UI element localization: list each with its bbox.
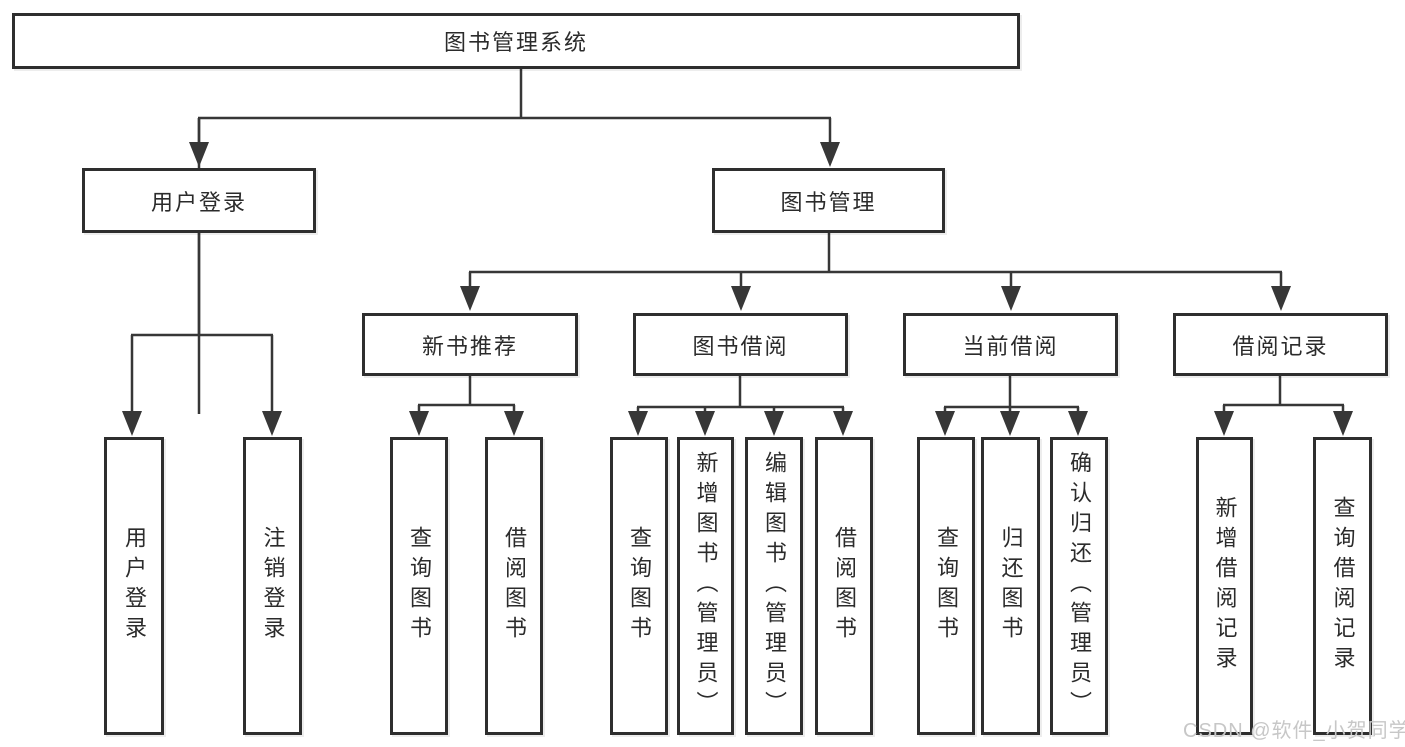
node-root-system: 图书管理系统 <box>12 13 1020 69</box>
leaf-borrow-book-1-label: 借阅图书 <box>502 526 527 646</box>
leaf-borrow-book-2: 借阅图书 <box>815 437 873 735</box>
leaf-edit-book-admin-label: 编辑图书（管理员） <box>762 451 787 721</box>
leaf-add-borrow-record-label: 新增借阅记录 <box>1212 496 1238 676</box>
node-book-borrow: 图书借阅 <box>633 313 848 376</box>
node-user-login-label: 用户登录 <box>150 189 247 215</box>
node-book-management: 图书管理 <box>712 168 945 233</box>
leaf-query-borrow-record: 查询借阅记录 <box>1313 437 1372 735</box>
leaf-borrow-book-2-label: 借阅图书 <box>832 526 857 646</box>
node-root-label: 图书管理系统 <box>443 30 588 55</box>
arrowheads <box>122 142 1353 436</box>
leaf-query-borrow-record-label: 查询借阅记录 <box>1330 496 1356 676</box>
leaf-add-book-admin-label: 新增图书（管理员） <box>693 451 719 721</box>
leaf-logout: 注销登录 <box>243 437 302 735</box>
watermark: CSDN @软件_小贺同学 <box>1183 720 1405 742</box>
node-user-login: 用户登录 <box>82 168 316 233</box>
leaf-confirm-return-admin-label: 确认归还（管理员） <box>1067 451 1092 721</box>
leaf-add-borrow-record: 新增借阅记录 <box>1196 437 1253 735</box>
node-current-borrow: 当前借阅 <box>903 313 1118 376</box>
leaf-confirm-return-admin: 确认归还（管理员） <box>1050 437 1108 735</box>
leaf-query-book-1-label: 查询图书 <box>407 526 432 646</box>
node-new-book-recommend: 新书推荐 <box>362 313 578 376</box>
leaf-query-book-2-label: 查询图书 <box>627 526 652 646</box>
node-borrow-record: 借阅记录 <box>1173 313 1388 376</box>
node-borrow-record-label: 借阅记录 <box>1232 333 1329 359</box>
node-new-book-recommend-label: 新书推荐 <box>421 333 518 359</box>
leaf-return-book-label: 归还图书 <box>998 526 1024 646</box>
leaf-query-book-3: 查询图书 <box>917 437 975 735</box>
leaf-edit-book-admin: 编辑图书（管理员） <box>745 437 803 735</box>
node-book-borrow-label: 图书借阅 <box>692 333 789 359</box>
leaf-query-book-2: 查询图书 <box>610 437 668 735</box>
leaf-logout-label: 注销登录 <box>260 526 286 646</box>
node-book-management-label: 图书管理 <box>780 189 877 215</box>
leaf-query-book-3-label: 查询图书 <box>934 526 959 646</box>
leaf-return-book: 归还图书 <box>981 437 1040 735</box>
leaf-user-login-label: 用户登录 <box>122 526 147 646</box>
node-current-borrow-label: 当前借阅 <box>962 333 1059 359</box>
leaf-add-book-admin: 新增图书（管理员） <box>677 437 734 735</box>
leaf-query-book-1: 查询图书 <box>390 437 448 735</box>
leaf-borrow-book-1: 借阅图书 <box>485 437 543 735</box>
leaf-user-login: 用户登录 <box>104 437 164 735</box>
